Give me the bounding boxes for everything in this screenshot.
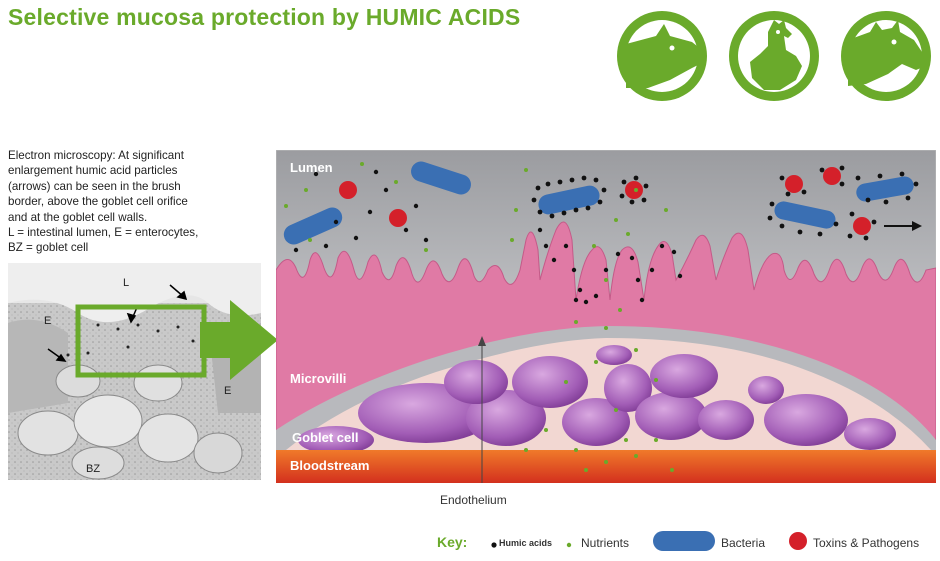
mucosa-illustration [275,149,937,484]
bacteria-swatch-icon [653,531,715,551]
key-humic-label: Humic acids [499,538,553,548]
caption-line: and at the goblet cell walls. [8,210,148,224]
cow-icon [841,11,931,101]
micro-label-BZ: BZ [86,463,101,475]
microscopy-caption: Electron microscopy: At significant enla… [8,148,263,256]
caption-line: BZ = goblet cell [8,241,89,255]
micro-label-E2: E [224,385,232,397]
micrograph-image [8,263,261,480]
zoom-arrow-icon [200,300,278,380]
microvilli-label: Microvilli [290,371,347,386]
chicken-icon [729,11,819,101]
caption-line: border, above the goblet cell orifice [8,195,188,209]
endothelium-label: Endothelium [440,493,507,507]
pig-icon [617,11,707,101]
micro-label-E1: E [44,315,52,327]
page-title: Selective mucosa protection by HUMIC ACI… [8,4,521,30]
electron-micrograph: L E E BZ [8,263,261,480]
mucosa-diagram: Lumen Microvilli Goblet cell Bloodstream [275,149,937,484]
caption-line: Electron microscopy: At significant [8,149,184,162]
humic-acid-swatch-icon [491,542,497,548]
key-toxins-label: Toxins & Pathogens [813,536,920,550]
animal-icons [617,11,931,101]
goblet-cell-label: Goblet cell [292,430,359,445]
caption-line: enlargement humic acid particles [8,164,178,178]
caption-line: L = intestinal lumen, E = enterocytes, [8,226,199,240]
micro-label-L: L [123,277,130,289]
lumen-label: Lumen [290,160,333,175]
caption-line: (arrows) can be seen in the brush [8,179,181,193]
nutrient-swatch-icon [566,542,572,548]
key-bacteria-label: Bacteria [721,536,766,550]
key-nutrients-label: Nutrients [581,536,630,550]
toxin-swatch-icon [789,532,807,550]
bloodstream-label: Bloodstream [290,458,370,473]
key-title: Key: [437,534,468,550]
